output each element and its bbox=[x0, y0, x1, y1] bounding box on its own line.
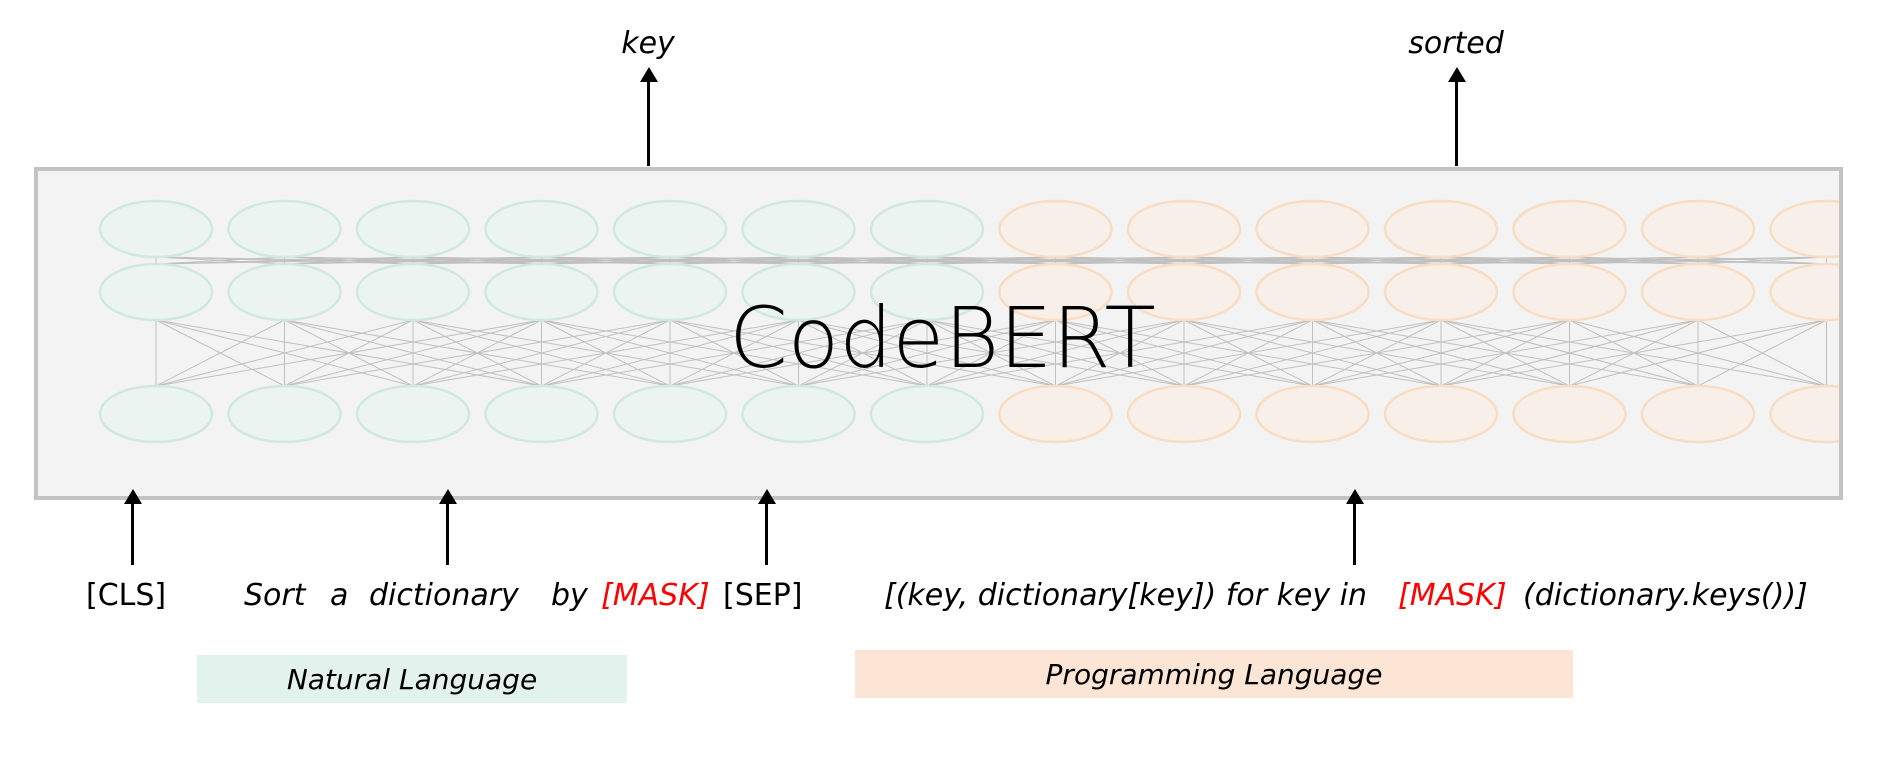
nl-node bbox=[355, 199, 471, 259]
input-token: [MASK] bbox=[601, 578, 710, 613]
pl-node bbox=[998, 262, 1113, 322]
pl-node bbox=[1255, 384, 1370, 444]
legend-natural-language: Natural Language bbox=[197, 655, 627, 703]
input-token: [MASK] bbox=[1398, 578, 1507, 613]
nl-node bbox=[612, 199, 728, 259]
output-label-sorted: sorted bbox=[1408, 26, 1504, 61]
pl-node bbox=[1769, 199, 1839, 259]
nl-node bbox=[612, 384, 728, 444]
pl-node bbox=[1126, 262, 1242, 322]
pl-node bbox=[1383, 262, 1499, 322]
pl-node bbox=[1640, 262, 1756, 322]
nl-node bbox=[741, 262, 856, 322]
pl-node bbox=[1769, 262, 1839, 322]
input-token: [CLS] bbox=[86, 578, 167, 613]
input-token: by bbox=[551, 578, 588, 613]
nl-node bbox=[98, 262, 214, 322]
pl-node bbox=[1255, 262, 1370, 322]
pl-node bbox=[998, 384, 1113, 444]
pl-node bbox=[1640, 384, 1756, 444]
input-token: dictionary bbox=[369, 578, 519, 613]
nl-node bbox=[98, 199, 214, 259]
pl-node bbox=[998, 199, 1113, 259]
nl-node bbox=[227, 262, 342, 322]
pl-node bbox=[1383, 384, 1499, 444]
pl-node bbox=[1126, 199, 1242, 259]
nl-node bbox=[484, 262, 599, 322]
nl-node bbox=[869, 199, 985, 259]
pl-node bbox=[1126, 384, 1242, 444]
network-graph bbox=[98, 199, 1839, 444]
nl-node bbox=[227, 384, 342, 444]
nl-node bbox=[741, 384, 856, 444]
nl-node bbox=[612, 262, 728, 322]
input-arrow-nl bbox=[446, 502, 449, 565]
legend-programming-language: Programming Language bbox=[855, 650, 1573, 698]
pl-node bbox=[1512, 199, 1627, 259]
input-arrow-pl bbox=[1353, 502, 1356, 565]
input-token: Sort bbox=[244, 578, 306, 613]
nl-node bbox=[355, 262, 471, 322]
output-arrow-sorted bbox=[1455, 80, 1458, 166]
pl-node bbox=[1640, 199, 1756, 259]
pl-node bbox=[1383, 199, 1499, 259]
nl-node bbox=[484, 199, 599, 259]
pl-node bbox=[1769, 384, 1839, 444]
legend-natural-language-label: Natural Language bbox=[286, 662, 538, 696]
nl-node bbox=[869, 262, 985, 322]
input-token: [SEP] bbox=[723, 578, 803, 613]
pl-node bbox=[1255, 199, 1370, 259]
input-token: a bbox=[330, 578, 349, 613]
nl-node bbox=[227, 199, 342, 259]
pl-node bbox=[1512, 384, 1627, 444]
legend-programming-language-label: Programming Language bbox=[1045, 657, 1383, 691]
nl-node bbox=[484, 384, 599, 444]
nl-node bbox=[741, 199, 856, 259]
input-token: (dictionary.keys())] bbox=[1523, 578, 1808, 613]
input-token: [(key, dictionary[key]) for key in bbox=[884, 578, 1368, 613]
pl-node bbox=[1512, 262, 1627, 322]
nl-node bbox=[98, 384, 214, 444]
input-arrow-cls bbox=[131, 502, 134, 565]
nl-node bbox=[355, 384, 471, 444]
output-arrow-key bbox=[647, 80, 650, 166]
nl-node bbox=[869, 384, 985, 444]
output-label-key: key bbox=[621, 26, 675, 61]
model-box: CodeBERT bbox=[34, 167, 1843, 500]
input-arrow-sep bbox=[765, 502, 768, 565]
